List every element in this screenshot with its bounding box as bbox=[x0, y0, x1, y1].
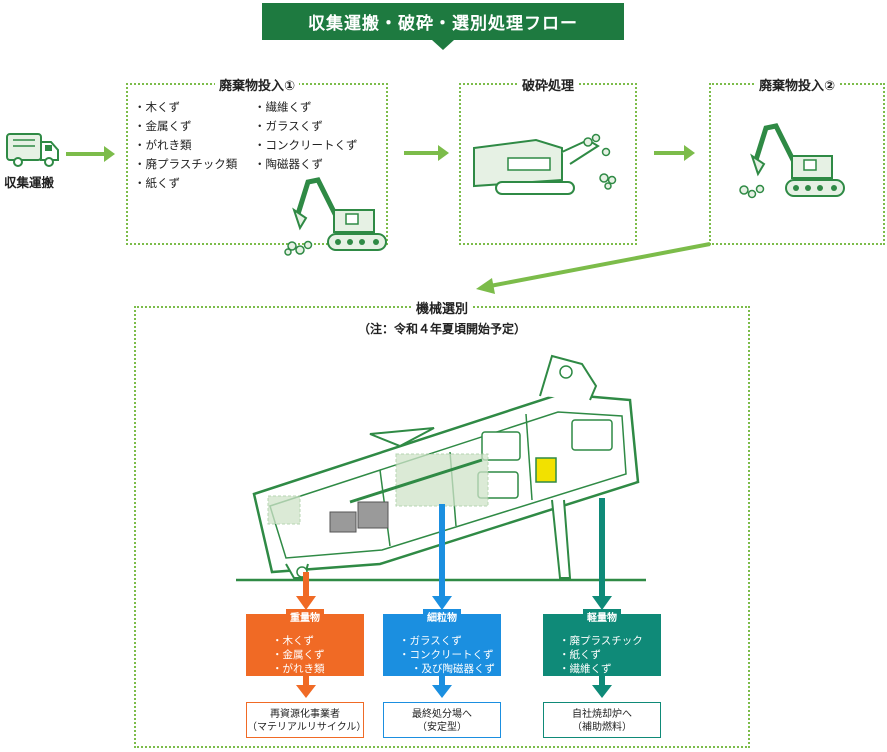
excavator-icon bbox=[738, 118, 853, 206]
destination-fine-line1: 最終処分場へ bbox=[412, 709, 472, 720]
input1-list-1: 木くず 金属くず がれき類 廃プラスチック類 紙くず bbox=[134, 98, 238, 193]
flow-arrow-2 bbox=[404, 151, 440, 155]
list-item: 紙くず bbox=[559, 648, 661, 662]
list-item: 繊維くず bbox=[254, 98, 358, 117]
destination-heavy: 再資源化事業者 （マテリアルリサイクル） bbox=[246, 702, 367, 738]
flow-arrow-2-head bbox=[438, 145, 449, 161]
category-heavy-box: 木くず 金属くず がれき類 bbox=[246, 614, 364, 676]
list-item: ガラスくず bbox=[254, 117, 358, 136]
destination-fine: 最終処分場へ （安定型） bbox=[383, 702, 501, 738]
category-fine-title: 細粒物 bbox=[423, 609, 461, 624]
category-fine-box: ガラスくず コンクリートくず 及び陶磁器くず bbox=[383, 614, 501, 676]
garbage-truck-icon bbox=[5, 128, 61, 168]
input1-title: 廃棄物投入① bbox=[214, 75, 300, 94]
list-item: がれき類 bbox=[272, 662, 364, 676]
list-item: 廃プラスチック bbox=[559, 634, 661, 648]
input1-list-2: 繊維くず ガラスくず コンクリートくず 陶磁器くず bbox=[254, 98, 358, 174]
dest-arrow-heavy bbox=[296, 676, 316, 700]
category-light-title: 軽量物 bbox=[583, 609, 621, 624]
flow-arrow-4 bbox=[470, 240, 715, 300]
crusher-icon bbox=[470, 130, 630, 200]
list-item: ガラスくず bbox=[399, 634, 501, 648]
destination-fine-line2: （安定型） bbox=[417, 722, 467, 733]
category-heavy-title: 重量物 bbox=[286, 609, 324, 624]
collection-label: 収集運搬 bbox=[4, 175, 55, 190]
list-item: 金属くず bbox=[134, 117, 237, 136]
list-item: コンクリートくず bbox=[254, 136, 358, 155]
destination-light-line1: 自社焼却炉へ bbox=[572, 709, 632, 720]
input2-title: 廃棄物投入② bbox=[754, 75, 840, 94]
list-item: 木くず bbox=[134, 98, 237, 117]
dest-arrow-fine bbox=[432, 676, 452, 700]
excavator-icon bbox=[280, 172, 395, 260]
list-item: 金属くず bbox=[272, 648, 364, 662]
list-item: コンクリートくず bbox=[399, 648, 501, 662]
list-item: がれき類 bbox=[134, 136, 237, 155]
dest-arrow-light bbox=[592, 676, 612, 700]
list-item: 木くず bbox=[272, 634, 364, 648]
title-notch bbox=[432, 40, 454, 50]
flow-arrow-1 bbox=[66, 152, 106, 156]
flow-arrow-3 bbox=[654, 151, 686, 155]
list-item: 繊維くず bbox=[559, 662, 661, 676]
crush-title: 破砕処理 bbox=[517, 75, 579, 94]
list-item: 陶磁器くず bbox=[254, 155, 358, 174]
machine-title: 機械選別 bbox=[411, 298, 473, 317]
output-arrow-heavy bbox=[296, 572, 316, 612]
list-item: 廃プラスチック類 bbox=[134, 155, 238, 174]
machine-note: （注：令和４年夏頃開始予定） bbox=[357, 322, 527, 336]
destination-heavy-line2: （マテリアルリサイクル） bbox=[247, 722, 367, 733]
destination-light-line2: （補助燃料） bbox=[572, 722, 632, 733]
list-item: 及び陶磁器くず bbox=[399, 662, 501, 676]
list-item: 紙くず bbox=[134, 174, 237, 193]
destination-heavy-line1: 再資源化事業者 bbox=[270, 709, 340, 720]
flow-arrow-1-head bbox=[104, 146, 115, 162]
category-light-box: 廃プラスチック 紙くず 繊維くず bbox=[543, 614, 661, 676]
page-title: 収集運搬・破砕・選別処理フロー bbox=[262, 3, 624, 40]
output-arrow-fine bbox=[432, 504, 452, 612]
output-arrow-light bbox=[592, 498, 612, 612]
flow-arrow-3-head bbox=[684, 145, 695, 161]
destination-light: 自社焼却炉へ （補助燃料） bbox=[543, 702, 661, 738]
